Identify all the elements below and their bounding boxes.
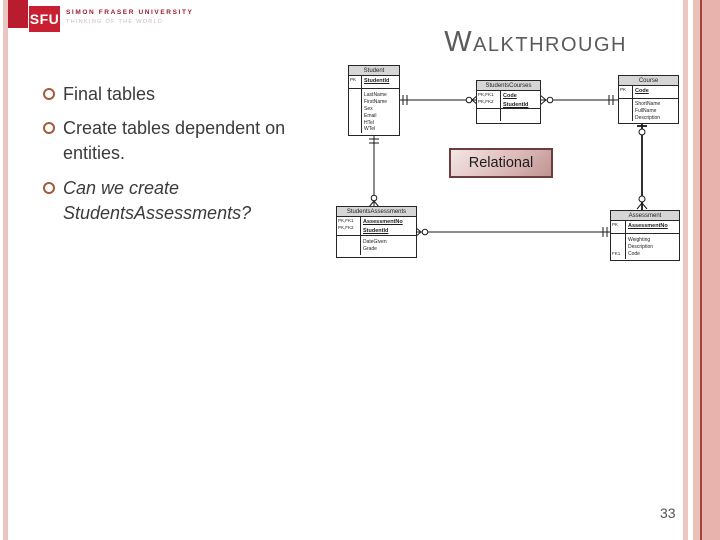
field-list: LastName FirstName Sex Email HTel WTel [364,92,388,133]
er-table-students-assessments: StudentsAssessments PK,FK1 PK,FK2 Assess… [336,206,417,258]
field-list: DateGiven Grade [363,239,387,252]
er-table-title: StudentsCourses [477,81,540,91]
right-edge-stripe-2 [693,0,700,540]
fk-label: FK1 [611,234,626,259]
er-table-title: Assessment [611,211,679,221]
er-table-students-courses: StudentsCourses PK,FK1 PK,FK2 Code Stude… [476,80,541,124]
field-list: Weighting Description Code [628,237,654,257]
key-field: StudentId [503,101,529,108]
er-table-title: Course [619,76,678,86]
field-list: ShortName FullName Description [635,101,661,121]
key-field: Code [503,93,517,99]
relational-label: Relational [449,148,553,178]
bullet-text: Can we create StudentsAssessments? [63,177,252,223]
key-label: PK [349,76,362,88]
right-edge-stripe-3 [702,0,720,540]
logo-corner-block [8,0,28,28]
bullet-item: Create tables dependent on entities. [40,116,311,166]
university-name: SIMON FRASER UNIVERSITY [66,9,194,16]
bullet-item: Final tables [40,82,311,107]
er-table-assessment: Assessment PK AssessmentNo FK1 Weighting… [610,210,680,261]
bullet-icon [43,181,55,194]
er-table-title: Student [349,66,399,76]
page-number: 33 [660,505,676,521]
bullet-list: Final tables Create tables dependent on … [40,82,300,235]
right-edge-dark-line [700,0,702,540]
page-title: Walkthrough [444,26,627,58]
key-label: PK,FK1 PK,FK2 [337,217,361,235]
key-field: AssessmentNo [363,219,403,225]
bullet-item: Can we create StudentsAssessments? [40,176,311,226]
key-label: PK [619,86,633,98]
bullet-text: Create tables dependent on entities. [63,118,286,164]
key-label: PK,FK1 PK,FK2 [477,91,501,108]
key-field: AssessmentNo [628,223,668,229]
key-field: Code [635,88,649,94]
er-table-course: Course PK Code ShortName FullName Descri… [618,75,679,124]
key-label: PK [611,221,626,233]
bullet-text: Final tables [63,84,156,104]
bullet-icon [43,88,55,100]
er-table-title: StudentsAssessments [337,207,416,217]
er-table-student: Student PK StudentId LastName FirstName … [348,65,400,136]
right-edge-stripe-1 [683,0,688,540]
left-edge-stripe [3,0,8,540]
university-tagline: THINKING OF THE WORLD [66,19,164,25]
key-field: StudentId [363,227,389,234]
key-field: StudentId [364,78,390,84]
bullet-icon [43,122,55,135]
sfu-logo: SFU [29,6,60,32]
